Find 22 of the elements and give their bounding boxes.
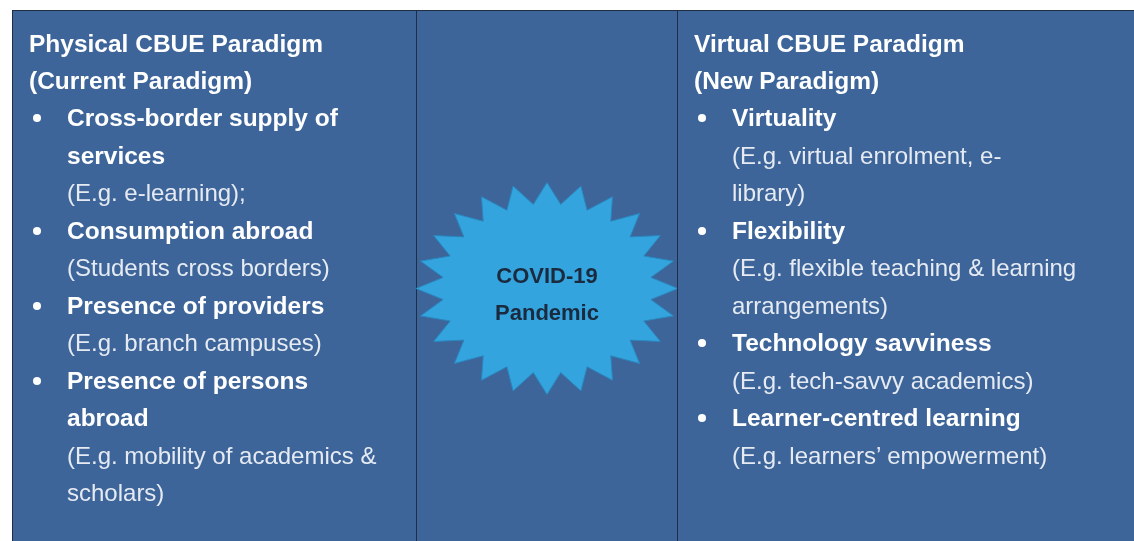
example-text: (E.g. mobility of academics & scholars) [67,440,377,508]
starburst-label: COVID-19 Pandemic [494,262,600,327]
bullet-title: Cross-border supply of services [67,104,338,169]
bullet-title: Consumption abroad [67,216,314,244]
example-text: (E.g. flexible teaching & learning arrangements) [732,253,1078,321]
example-text: (E.g. e-learning); [67,178,247,208]
bullet-title: Virtuality [732,104,837,131]
starburst [415,181,679,396]
panel-heading: Virtual CBUE Paradigm (New Paradigm) [694,29,966,96]
bullet-title: Flexibility [732,216,845,244]
bullet-title: Presence of providers [67,291,325,319]
panel-heading: Physical CBUE Paradigm (Current Paradigm) [29,29,325,96]
example-text: (E.g. branch campuses) [67,328,323,358]
paradigm-panel [12,10,417,541]
example-text: (E.g. learners’ empowerment) [732,440,1049,471]
paradigm-panel [677,10,1134,541]
bullet-title: Presence of persons abroad [67,366,309,431]
example-text: (E.g. tech-savvy academics) [732,365,1035,396]
bullet-title: Learner-centred learning [732,404,1021,431]
example-text: (Students cross borders) [67,253,331,283]
bullet-title: Technology savviness [732,329,992,356]
example-text: (E.g. virtual enrolment, e-library) [732,140,1003,208]
